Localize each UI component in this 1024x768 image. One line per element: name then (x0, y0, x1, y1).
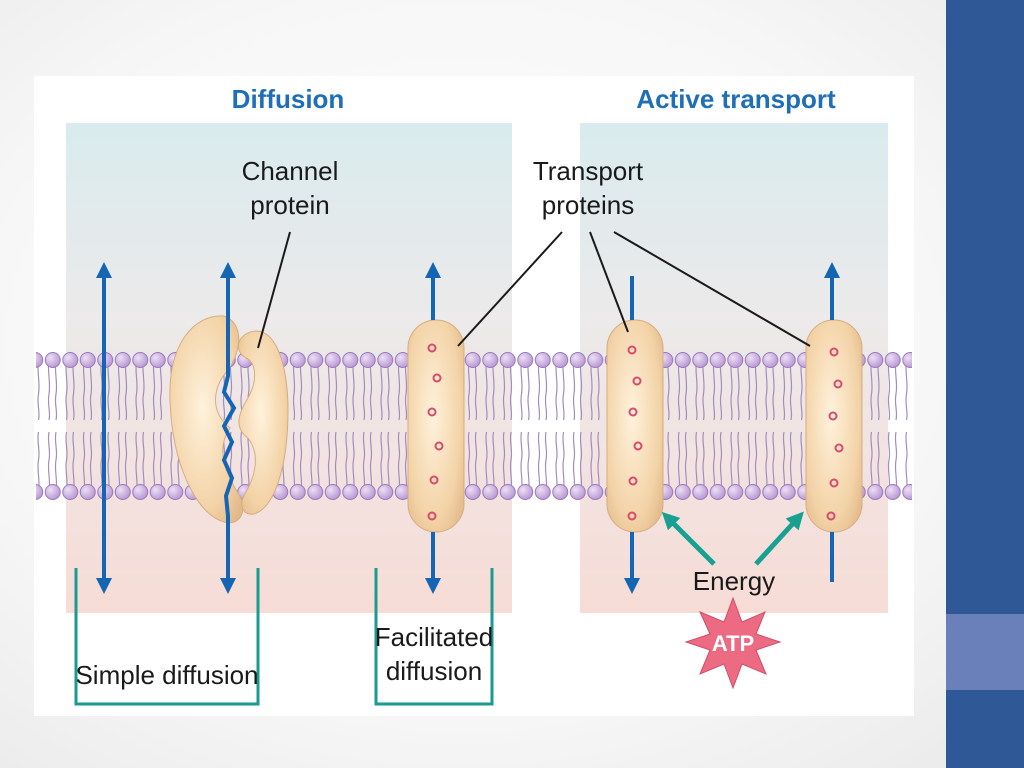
atp-burst (684, 596, 782, 690)
channel-protein-label-line2: protein (250, 190, 330, 220)
simple-diffusion-label: Simple diffusion (75, 660, 258, 690)
atp-label: ATP (712, 631, 754, 656)
channel-protein-pointer (257, 231, 291, 349)
transport-pointer-2 (589, 231, 629, 333)
facilitated-diffusion-bracket (374, 568, 494, 706)
diagram-canvas: Diffusion Active transport Channel prote… (36, 84, 912, 706)
carrier-sites-active-1 (627, 345, 643, 521)
energy-label: Energy (693, 566, 775, 596)
membrane-transport-diagram: Diffusion Active transport Channel prote… (34, 76, 914, 716)
carrier-protein-facilitated (407, 319, 465, 533)
carrier-sites-facilitated (427, 343, 444, 521)
active-transport-heading: Active transport (636, 84, 836, 114)
simple-diffusion-arrow-2 (220, 262, 237, 594)
energy-arrow-right (754, 511, 804, 566)
carrier-sites-active-2 (826, 347, 844, 521)
slide-side-tab (946, 614, 1024, 690)
diffusion-heading: Diffusion (232, 84, 345, 114)
transport-pointer-1 (457, 231, 563, 347)
energy-arrow-left (661, 511, 716, 566)
facilitated-diffusion-label-line1: Facilitated (375, 622, 494, 652)
channel-protein-right (238, 330, 289, 515)
carrier-protein-active-2 (805, 319, 863, 533)
channel-protein-label-line1: Channel (242, 156, 339, 186)
simple-diffusion-bracket (74, 568, 260, 706)
transport-proteins-label-line2: proteins (542, 190, 635, 220)
facilitated-diffusion-label-line2: diffusion (386, 656, 482, 686)
carrier-protein-active-1 (606, 319, 664, 533)
transport-pointer-3 (613, 231, 811, 347)
lipid-bilayer (36, 352, 912, 500)
transport-proteins-label-line1: Transport (533, 156, 644, 186)
